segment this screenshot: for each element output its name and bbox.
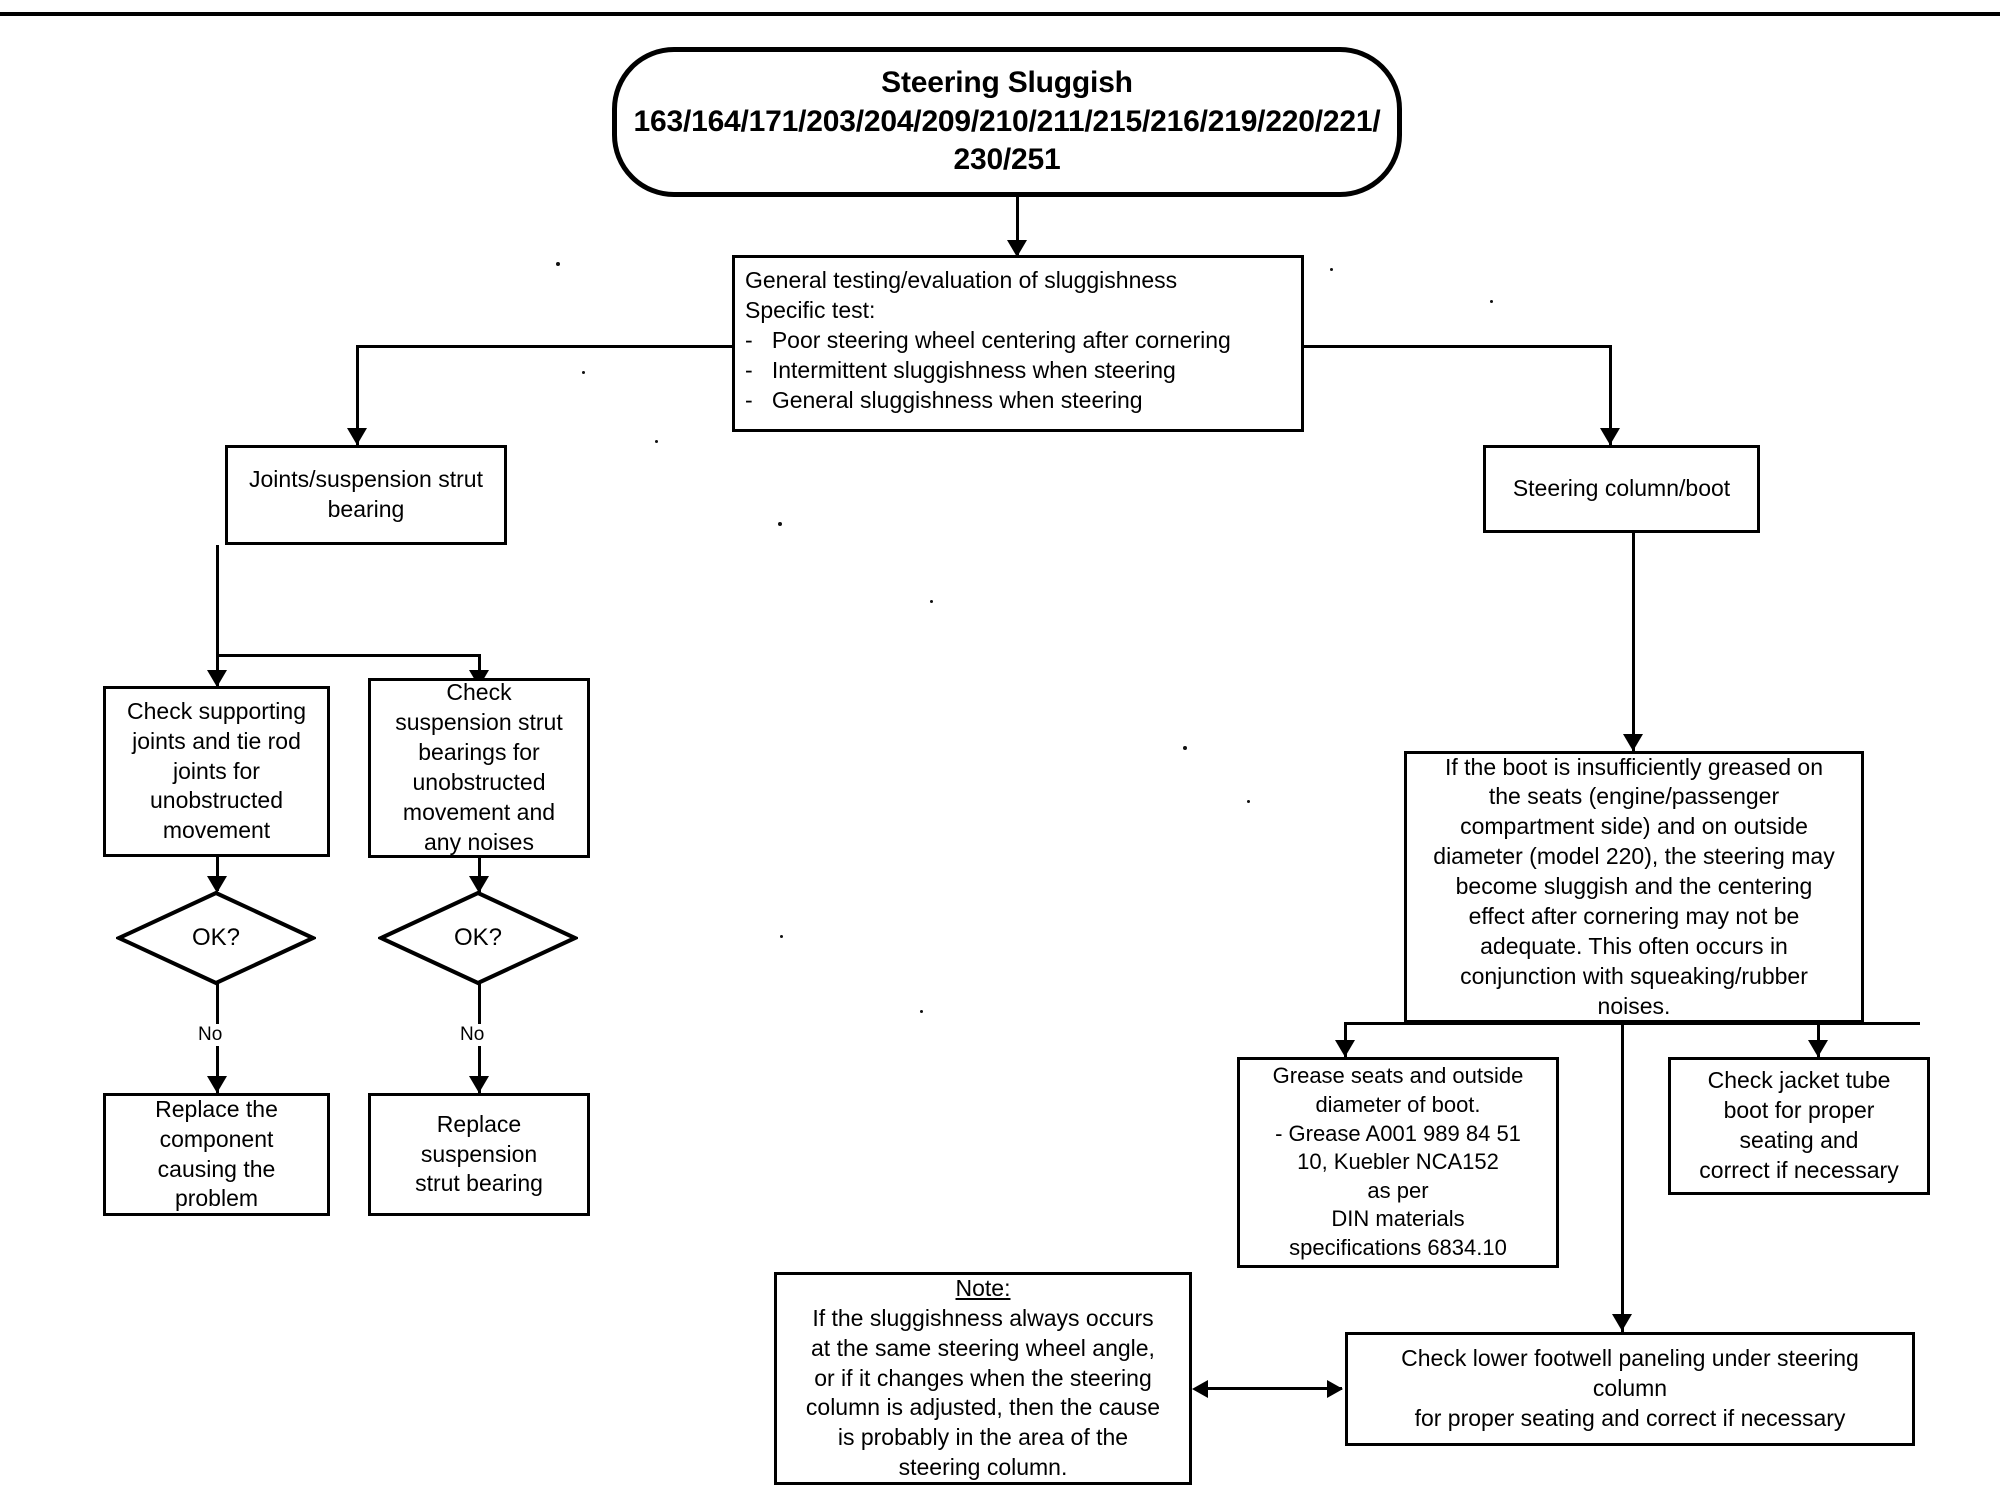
edge-label-no-left: No [196, 1024, 225, 1046]
arrowhead-replace-strut [469, 1076, 489, 1093]
arrowhead-check-supporting [207, 670, 227, 687]
replace-component-box: Replace the component causing the proble… [103, 1093, 330, 1216]
scan-speckle [1330, 268, 1333, 271]
connector-column-to-description [1632, 533, 1635, 751]
start-title-line3: 230/251 [953, 143, 1061, 177]
general-testing-subheading: Specific test: [745, 296, 876, 323]
arrowhead-decision-left [207, 876, 227, 893]
connector-description-to-footwell [1621, 1022, 1624, 1332]
arrowhead-column-branch [1600, 428, 1620, 445]
connector-bus-right [1302, 345, 1612, 348]
arrowhead-footwell-right [1327, 1380, 1343, 1398]
decision-ok-right-label: OK? [453, 924, 503, 951]
decision-ok-left: OK? [116, 890, 316, 986]
page-top-rule [0, 12, 2000, 16]
connector-boot-split-bus [1344, 1022, 1920, 1025]
decision-ok-left-label: OK? [191, 924, 241, 951]
arrowhead-note-left [1192, 1380, 1208, 1398]
arrowhead-footwell-box [1612, 1314, 1632, 1331]
check-lower-footwell-paneling-box: Check lower footwell paneling under stee… [1345, 1332, 1915, 1446]
joints-suspension-strut-bearing-box: Joints/suspension strut bearing [225, 445, 507, 545]
scan-speckle [780, 935, 783, 938]
note-title: Note: [955, 1274, 1011, 1301]
check-suspension-strut-bearings-box: Check suspension strut bearings for unob… [368, 678, 590, 858]
connector-start-to-general [1016, 197, 1019, 257]
arrowhead-boot-description [1623, 734, 1643, 751]
arrowhead-grease-box [1335, 1040, 1355, 1057]
diamond-shape-right [378, 890, 578, 986]
scan-speckle [920, 1010, 923, 1013]
connector-bus-left [356, 345, 734, 348]
connector-drop-to-column [1609, 345, 1612, 445]
decision-ok-right: OK? [378, 890, 578, 986]
connector-note-to-footwell [1196, 1387, 1342, 1390]
specific-test-bullet-3: - General sluggishness when steering [745, 386, 1143, 413]
boot-greasing-description-box: If the boot is insufficiently greased on… [1404, 751, 1864, 1023]
grease-seats-and-outside-diameter-box: Grease seats and outside diameter of boo… [1237, 1057, 1559, 1268]
diamond-shape-left [116, 890, 316, 986]
check-jacket-tube-boot-box: Check jacket tube boot for proper seatin… [1668, 1057, 1930, 1195]
specific-test-bullet-1: - Poor steering wheel centering after co… [745, 326, 1231, 353]
scan-speckle [582, 371, 585, 374]
connector-joints-down [216, 545, 219, 657]
scan-speckle [1183, 746, 1187, 750]
scan-speckle [655, 440, 658, 443]
connector-drop-to-joints [356, 345, 359, 445]
connector-strut-to-decision [478, 858, 481, 892]
start-terminal-steering-sluggish: Steering Sluggish 163/164/171/203/204/20… [612, 47, 1402, 197]
arrowhead-joints-branch [347, 428, 367, 445]
arrowhead-decision-right [469, 876, 489, 893]
note-box: Note: If the sluggishness always occurs … [774, 1272, 1192, 1485]
start-title-line2: 163/164/171/203/204/209/210/211/215/216/… [633, 104, 1381, 138]
scan-speckle [556, 262, 560, 266]
start-title-line1: Steering Sluggish [881, 66, 1133, 100]
steering-column-boot-box: Steering column/boot [1483, 445, 1760, 533]
scan-speckle [1247, 800, 1250, 803]
general-testing-box: General testing/evaluation of sluggishne… [732, 255, 1304, 432]
scan-speckle [1490, 300, 1493, 303]
replace-suspension-strut-bearing-box: Replace suspension strut bearing [368, 1093, 590, 1216]
scan-speckle [778, 522, 782, 526]
note-body: If the sluggishness always occurs at the… [805, 1304, 1161, 1481]
connector-supporting-to-decision [216, 857, 219, 891]
arrowhead-general-test [1007, 240, 1027, 257]
check-supporting-joints-box: Check supporting joints and tie rod join… [103, 686, 330, 857]
connector-joints-split [216, 654, 480, 657]
scan-speckle [930, 600, 933, 603]
edge-label-no-right: No [458, 1024, 487, 1046]
specific-test-bullet-2: - Intermittent sluggishness when steerin… [745, 356, 1176, 383]
general-testing-heading: General testing/evaluation of sluggishne… [745, 267, 1178, 293]
arrowhead-jacket-box [1808, 1040, 1828, 1057]
arrowhead-replace-component [207, 1076, 227, 1093]
